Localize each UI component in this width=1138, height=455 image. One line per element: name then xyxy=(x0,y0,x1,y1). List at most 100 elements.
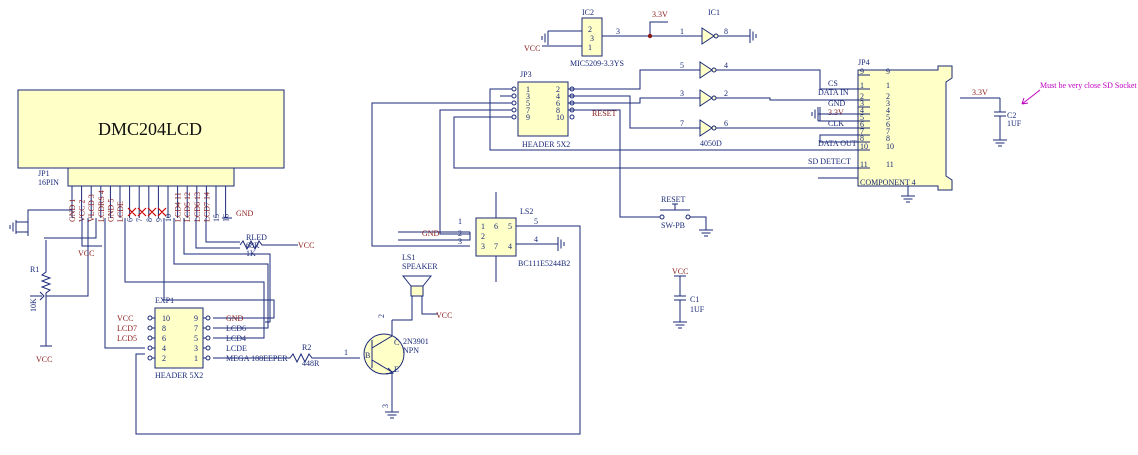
lcd-name: DMC204LCD xyxy=(98,119,202,139)
jp4-signal-label: SD DETECT xyxy=(808,157,851,166)
buf1-in-pin: 5 xyxy=(680,61,684,70)
buf2-in-pin: 3 xyxy=(680,89,684,98)
transistor-b: B xyxy=(365,351,370,360)
lcd-pin-label: LCD5 12 xyxy=(183,192,192,222)
jp4-pin-num-left: 1 xyxy=(860,81,864,90)
ic1-buffer: IC1 xyxy=(701,8,750,45)
ls2-pin-num: 5 xyxy=(508,222,512,231)
jp4-pin-num-left: 4 xyxy=(860,106,864,115)
lcd-pin-label: LCD4 11 xyxy=(174,192,183,222)
r2-resistor: R2 448R xyxy=(213,343,360,368)
buf3-in-pin: 7 xyxy=(680,119,684,128)
jp3-pin-circle xyxy=(511,100,517,106)
rled-value: 68R xyxy=(246,241,260,250)
exp1-pin-num: 3 xyxy=(194,344,198,353)
lcd-wires xyxy=(16,209,275,349)
ic2-pin-b: 3 xyxy=(590,34,594,43)
rled-ref: RLED xyxy=(246,233,267,242)
exp1-pin-num: 2 xyxy=(162,354,166,363)
misc-pin-numbers: 3 1 8 5 4 3 2 7 6 1 2 3 xyxy=(344,27,728,408)
lcd-body xyxy=(17,89,285,169)
jp3-pin-circle xyxy=(511,114,517,120)
lcd-pin-label: LCD6 13 xyxy=(193,192,202,222)
exp1-pin-circle xyxy=(205,345,211,351)
net-labels: VCC GND VCC VCC VCC GND VCC 3.3V RESET V… xyxy=(36,10,988,364)
jp4-value: COMPONENT 4 xyxy=(860,178,916,187)
jp4-pin-num-left: 2 xyxy=(860,92,864,101)
ic1-ref: IC1 xyxy=(708,8,720,17)
ls2-pin-num: 5 xyxy=(534,217,538,226)
speaker-ref: LS1 xyxy=(402,253,415,262)
r1-potentiometer: R1 10K xyxy=(29,240,52,346)
jp3-pin-num: 6 xyxy=(556,99,560,108)
exp1-pin-circle xyxy=(147,355,153,361)
jp4-pin-num-right: 2 xyxy=(886,92,890,101)
power-symbols xyxy=(9,21,1007,419)
logic-wires xyxy=(135,69,1006,435)
ground-icon xyxy=(699,229,713,237)
lcd-ref: JP1 xyxy=(38,169,50,178)
transistor-value: 2N3901 xyxy=(403,337,429,346)
exp1-pin-circle xyxy=(147,345,153,351)
ls2-value: BC111E5244B2 xyxy=(518,259,570,268)
lcd-pin-label: GND 1 xyxy=(68,199,77,222)
lcd-pin-label: 15 xyxy=(212,214,221,222)
ls2-ref: LS2 xyxy=(520,207,533,216)
lcd-pin-label: 8 xyxy=(145,218,154,222)
net-gnd-lcd: GND xyxy=(236,209,254,218)
ls2-pin-num: 1 xyxy=(481,222,485,231)
c1-ref: C1 xyxy=(690,295,699,304)
r2-value: 448R xyxy=(302,359,320,368)
lcd-pin-label: 6 xyxy=(126,218,135,222)
jp3-pin-circle xyxy=(511,93,517,99)
jp4-body xyxy=(857,65,953,191)
speaker-value: SPEAKER xyxy=(402,262,438,271)
exp1-body xyxy=(154,307,204,369)
net-gnd-ls2: GND xyxy=(422,229,440,238)
exp1-pin-circle xyxy=(205,355,211,361)
exp1-pin-num: 1 xyxy=(194,354,198,363)
jp4-pin-num-right: 7 xyxy=(886,127,890,136)
r1-ref: R1 xyxy=(30,265,39,274)
switch-value: SW-PB xyxy=(661,221,685,230)
net-33-c2: 3.3V xyxy=(972,88,988,97)
jp4-pin-num-right: 9 xyxy=(886,67,890,76)
exp1-net-right: LCD6 xyxy=(226,324,246,333)
ic2-regulator: IC2 MIC5209-3.3YS 2 3 1 xyxy=(548,8,702,68)
net-vcc-ic2: VCC xyxy=(524,44,540,53)
lcd-pin-label: LCD7 14 xyxy=(202,192,211,222)
exp1-ref: EXP1 xyxy=(155,296,174,305)
exp1-value: HEADER 5X2 xyxy=(155,371,203,380)
lcd-pin-label: 9 xyxy=(154,218,163,222)
jp3-pin-num: 8 xyxy=(556,106,560,115)
jp4-ref: JP4 xyxy=(858,58,870,67)
jp4-pin-num-left: 9 xyxy=(860,67,864,76)
jp4-signal-label: DATA OUT xyxy=(818,139,857,148)
jp3-pin-num: 5 xyxy=(526,99,530,108)
ground-icon xyxy=(9,220,17,234)
exp1-net-left: VCC xyxy=(117,314,133,323)
emitter-pin: 3 xyxy=(381,404,390,408)
speaker-body xyxy=(410,285,424,297)
buf3-out-pin: 6 xyxy=(724,119,728,128)
exp1-pin-circle xyxy=(147,335,153,341)
ic2-ref: IC2 xyxy=(582,8,594,17)
note-text: Must be very close SD Socket xyxy=(1040,81,1137,90)
jp4-pin-num-right: 5 xyxy=(886,113,890,122)
c2-ref: C2 xyxy=(1007,111,1016,120)
jp3-pin-circle xyxy=(511,86,517,92)
ground-icon xyxy=(673,321,687,329)
npn-transistor: B C E 2N3901 NPN xyxy=(363,320,429,398)
ground-icon xyxy=(557,237,565,251)
r2-ref: R2 xyxy=(302,343,311,352)
jp4-pin-num-right: 10 xyxy=(886,142,894,151)
ic2-body xyxy=(581,17,603,57)
jp4-pin-num-left: 6 xyxy=(860,120,864,129)
lcd-pin-label: LCDE xyxy=(116,201,125,222)
jp3-pin-num: 1 xyxy=(526,85,530,94)
